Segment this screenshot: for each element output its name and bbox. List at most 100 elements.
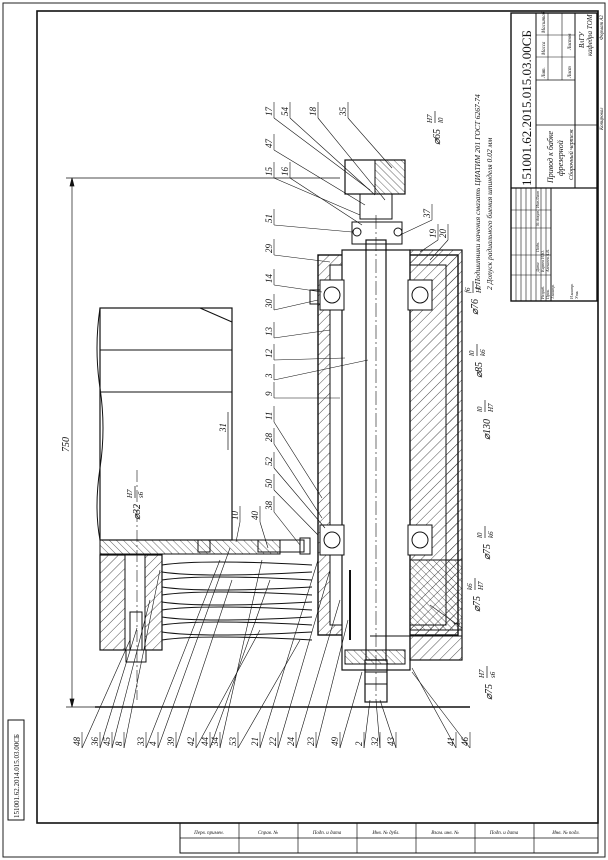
name-line2: фрезерной — [556, 140, 565, 176]
org-line2: кафедра ТОМ — [586, 13, 594, 56]
part-number: 37 — [422, 209, 432, 220]
title-block: 151001.62.2015.015.03.00СБ Лит. Масса Ма… — [510, 11, 605, 302]
people-row: Пров. — [545, 289, 550, 300]
col-mass: Масса — [542, 41, 547, 56]
part-balloon: 9 — [264, 382, 340, 399]
margin-label: Инв. № дубл. — [371, 830, 399, 836]
part-number: 45 — [102, 737, 112, 747]
part-number: 18 — [308, 107, 318, 117]
svg-text:l0: l0 — [476, 532, 484, 538]
margin-label: Справ. № — [258, 830, 279, 836]
part-number: 38 — [264, 501, 274, 512]
part-balloon: 14 — [264, 269, 323, 293]
part-balloon: 20 — [429, 224, 449, 261]
fit-130: ⌀130 l0 H7 — [476, 400, 495, 440]
balloon-31: 31 — [218, 412, 229, 450]
part-balloon: 38 — [264, 496, 301, 546]
part-number: 54 — [280, 107, 290, 117]
mount-plate — [99, 539, 281, 555]
part-balloon: 40 — [250, 506, 269, 549]
svg-text:⌀76: ⌀76 — [470, 299, 481, 315]
part-balloon: 21 — [250, 559, 319, 749]
row-label: Подп. — [535, 242, 540, 253]
part-number: 24 — [286, 737, 296, 747]
svg-text:H7: H7 — [478, 669, 486, 679]
col-lit: Лит. — [542, 67, 547, 79]
part-number: 32 — [370, 737, 380, 748]
margin-label: Взам. инв. № — [431, 830, 459, 836]
svg-text:⌀65: ⌀65 — [432, 129, 443, 145]
part-balloon: 54 — [280, 102, 376, 196]
part-balloon: 19 — [419, 224, 439, 253]
part-number: 49 — [330, 737, 340, 747]
svg-text:⌀75: ⌀75 — [484, 684, 495, 700]
margin-label: Перв. примен. — [193, 831, 224, 836]
people-row: Н.контр. — [569, 284, 574, 300]
margin-label: Подп. и дата — [489, 831, 519, 836]
bearings-bottom — [319, 524, 433, 556]
part-number: 41 — [446, 737, 456, 746]
fit-75-c: ⌀75 H7 s6 — [478, 666, 497, 700]
designation: 151001.62.2015.015.03.00СБ — [519, 30, 534, 186]
svg-text:l0: l0 — [468, 350, 476, 356]
bearings-top — [319, 279, 433, 311]
part-balloon: 2 — [354, 699, 371, 749]
row-label: № докум. — [535, 210, 540, 227]
part-number: 42 — [186, 737, 196, 747]
part-number: 52 — [264, 457, 274, 467]
part-balloon: 29 — [264, 239, 331, 263]
part-balloon: 23 — [306, 619, 349, 749]
part-number: 10 — [230, 511, 240, 521]
part-balloon: 33 — [136, 559, 221, 749]
part-balloon: 16 — [280, 162, 363, 226]
part-number: 47 — [264, 139, 274, 149]
part-balloon: 30 — [264, 294, 319, 311]
part-number: 14 — [264, 274, 274, 284]
svg-text:l0: l0 — [437, 117, 445, 123]
margin-label: Подп. и дата — [312, 831, 342, 836]
part-number: 4 — [148, 741, 158, 746]
part-number: 35 — [338, 107, 348, 118]
org-line1: ВлГУ — [578, 31, 586, 48]
part-number: 9 — [264, 391, 274, 396]
part-balloon: 18 — [308, 102, 386, 201]
part-balloon: 1 — [429, 604, 463, 629]
part-balloon: 17 — [264, 102, 371, 191]
person-name: Алексеев А.В. — [545, 249, 550, 273]
sheets-label: Листов — [568, 33, 573, 51]
part-balloon: 15 — [264, 162, 361, 216]
part-balloon: 13 — [264, 322, 331, 339]
part-number: 16 — [280, 167, 290, 177]
part-balloon: 24 — [286, 599, 341, 749]
person-name: Киреев Н.Ю. — [540, 250, 545, 273]
fit-76: ⌀76 f6 H7 — [464, 281, 483, 315]
part-number: 21 — [250, 737, 260, 746]
part-balloon: 12 — [264, 344, 346, 361]
part-number: 33 — [136, 737, 146, 748]
side-stamp-text: 151001.62.2014.015.03.00СБ — [13, 734, 21, 818]
dimension-750 — [66, 177, 340, 708]
part-number: 13 — [264, 327, 274, 337]
part-number: 17 — [264, 107, 274, 117]
part-balloon: 36 — [90, 627, 138, 749]
part-balloon: 50 — [264, 474, 319, 536]
name-line3: Сборочный чертеж — [568, 128, 575, 180]
part-number: 30 — [264, 299, 274, 310]
part-balloon: 39 — [166, 579, 233, 749]
part-number: 11 — [264, 412, 274, 420]
part-number: 43 — [386, 737, 396, 747]
side-stamp: 151001.62.2014.015.03.00СБ — [7, 719, 25, 821]
part-balloon: 28 — [264, 428, 323, 519]
people-row: Разраб. — [540, 286, 545, 300]
svg-text:k6: k6 — [487, 531, 495, 538]
assembly-drawing — [95, 159, 470, 708]
part-balloon: 10 — [230, 506, 241, 543]
col-scale: Масштаб — [542, 11, 547, 34]
sheet-label: Лист — [568, 66, 573, 79]
svg-text:31: 31 — [218, 423, 228, 433]
part-number: 50 — [264, 479, 274, 489]
svg-text:⌀130: ⌀130 — [482, 419, 493, 440]
